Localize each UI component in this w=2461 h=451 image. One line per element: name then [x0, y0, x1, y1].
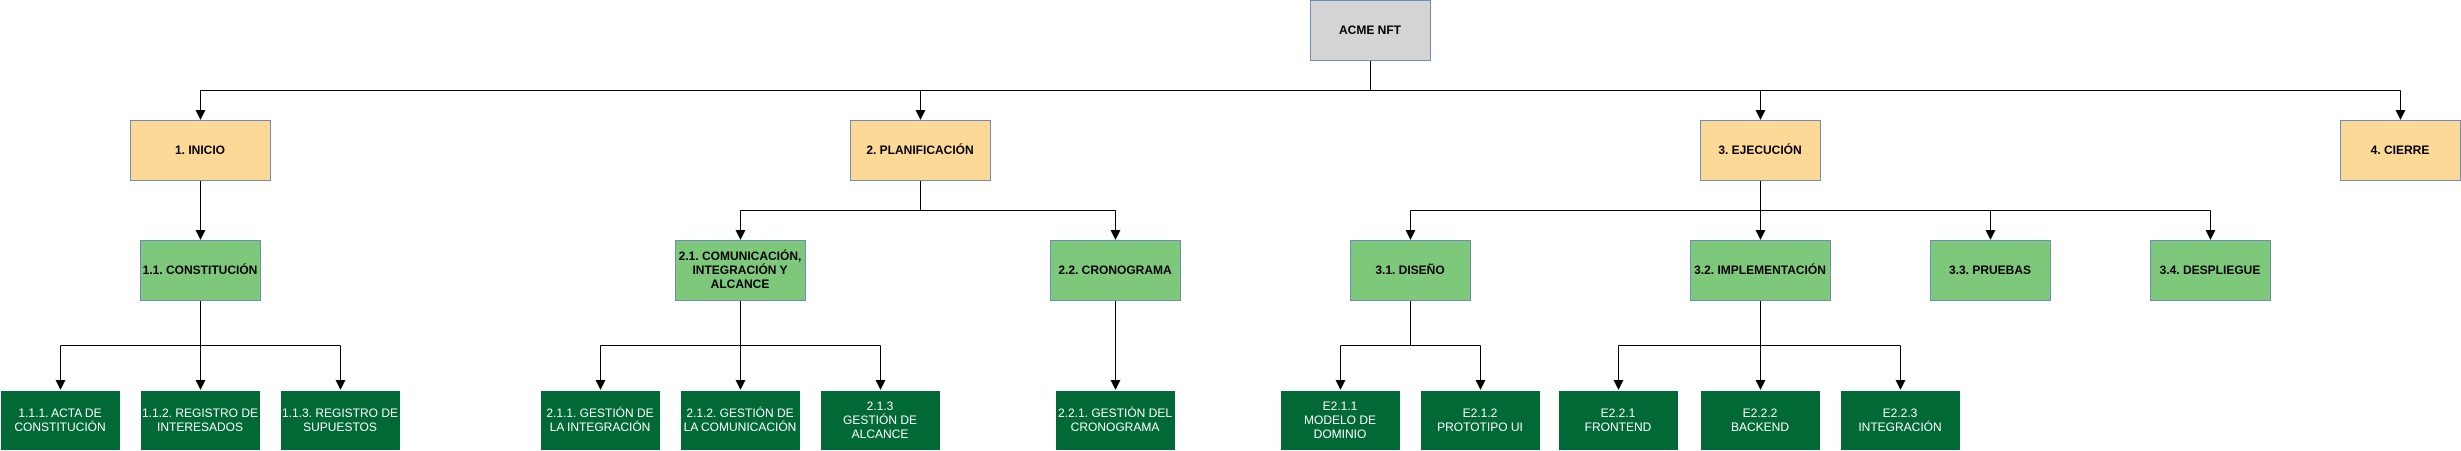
node-box: [850, 120, 991, 181]
connector-3-2-implementacion: [1613, 300, 1906, 390]
node-label: ACME NFT: [1339, 23, 1402, 37]
node-label: E2.2.1: [1601, 406, 1636, 420]
node-label: 2. PLANIFICACIÓN: [866, 142, 973, 157]
node-3-ejecucion: 3. EJECUCIÓN: [1700, 120, 1821, 181]
node-box: [140, 390, 261, 451]
node-label: 1.1. CONSTITUCIÓN: [143, 262, 258, 277]
node-label: ALCANCE: [852, 427, 909, 441]
node-box: [1700, 120, 1821, 181]
node-box: [1310, 0, 1431, 61]
node-box: [540, 390, 661, 451]
node-label: BACKEND: [1731, 420, 1789, 434]
node-label: 1.1.3. REGISTRO DE: [282, 406, 398, 420]
node-box: [1055, 390, 1176, 451]
connector-3-1-diseno: [1335, 300, 1486, 390]
node-label: DOMINIO: [1314, 427, 1367, 441]
node-label: LA COMUNICACIÓN: [684, 419, 797, 434]
node-3-1-diseno: 3.1. DISEÑO: [1350, 240, 1471, 301]
node-label: 2.1.3: [867, 399, 894, 413]
node-label: E2.1.1: [1323, 399, 1358, 413]
node-label: 2.1.1. GESTIÓN DE: [546, 405, 653, 420]
node-box: [0, 390, 121, 451]
node-box: [1050, 240, 1181, 301]
node-label: 3.2. IMPLEMENTACIÓN: [1694, 262, 1826, 277]
node-label: INTEGRACIÓN Y: [692, 262, 787, 277]
node-box: [1930, 240, 2051, 301]
node-label: E2.1.2: [1463, 406, 1498, 420]
node-label: E2.2.3: [1883, 406, 1918, 420]
node-label: PROTOTIPO UI: [1437, 420, 1523, 434]
node-label: 3.1. DISEÑO: [1375, 262, 1444, 277]
node-label: 1. INICIO: [175, 143, 225, 157]
node-label: 2.1. COMUNICACIÓN,: [679, 248, 802, 263]
node-label: LA INTEGRACIÓN: [550, 419, 651, 434]
node-label: 2.1.2. GESTIÓN DE: [686, 405, 793, 420]
node-4-cierre: 4. CIERRE: [2340, 120, 2461, 181]
node-3-4-despliegue: 3.4. DESPLIEGUE: [2150, 240, 2271, 301]
node-label: MODELO DE: [1304, 413, 1376, 427]
node-label: INTEGRACIÓN: [1858, 419, 1941, 434]
node-label: SUPUESTOS: [303, 420, 377, 434]
node-box: [1280, 390, 1401, 451]
node-box: [140, 240, 261, 301]
connector-1-1-constitucion: [55, 300, 346, 390]
node-label: FRONTEND: [1585, 420, 1652, 434]
node-box: [820, 390, 941, 451]
node-label: 3.4. DESPLIEGUE: [2160, 263, 2261, 277]
node-label: GESTIÓN DE: [843, 412, 917, 427]
node-2-2-cronograma: 2.2. CRONOGRAMA: [1050, 240, 1181, 301]
node-label: E2.2.2: [1743, 406, 1778, 420]
node-label: 2.2.1. GESTIÓN DEL: [1058, 405, 1172, 420]
connector-acme-nft: [195, 60, 2406, 120]
node-box: [2150, 240, 2271, 301]
node-1-1-constitucion: 1.1. CONSTITUCIÓN: [140, 240, 261, 301]
node-label: CRONOGRAMA: [1071, 420, 1160, 434]
node-box: [680, 390, 801, 451]
node-label: 4. CIERRE: [2371, 143, 2430, 157]
node-label: 2.2. CRONOGRAMA: [1058, 263, 1172, 277]
connector-2-planificacion: [735, 180, 1121, 240]
node-label: CONSTITUCIÓN: [14, 419, 105, 434]
node-box: [130, 120, 271, 181]
node-2-planificacion: 2. PLANIFICACIÓN: [850, 120, 991, 181]
node-label: INTERESADOS: [157, 420, 243, 434]
node-box: [1840, 390, 1961, 451]
node-label: 1.1.2. REGISTRO DE: [142, 406, 258, 420]
connector-2-1-comunicacion: [595, 300, 886, 390]
node-label: 3.3. PRUEBAS: [1949, 263, 2031, 277]
node-box: [280, 390, 401, 451]
connector-layer: [55, 60, 2406, 390]
connector-3-ejecucion: [1405, 180, 2216, 240]
node-box: [1690, 240, 1831, 301]
node-box: [1350, 240, 1471, 301]
node-box: [675, 240, 806, 301]
node-box: [2340, 120, 2461, 181]
node-label: ALCANCE: [711, 277, 770, 291]
node-3-3-pruebas: 3.3. PRUEBAS: [1930, 240, 2051, 301]
node-label: 1.1.1. ACTA DE: [18, 406, 101, 420]
node-1-inicio: 1. INICIO: [130, 120, 271, 181]
node-box: [1558, 390, 1679, 451]
node-3-2-implementacion: 3.2. IMPLEMENTACIÓN: [1690, 240, 1831, 301]
node-box: [1420, 390, 1541, 451]
node-acme-nft: ACME NFT: [1310, 0, 1431, 61]
node-label: 3. EJECUCIÓN: [1718, 142, 1801, 157]
